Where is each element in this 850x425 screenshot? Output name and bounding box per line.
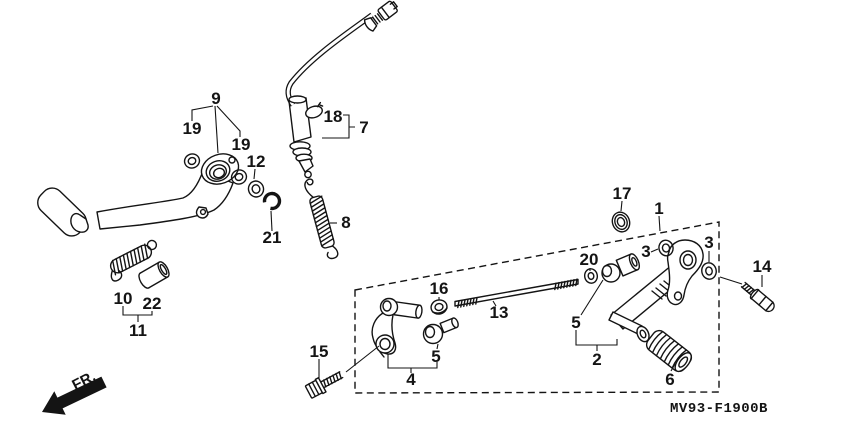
gearshift-pedal-2 — [608, 239, 704, 343]
shift-plate-hole-big-bore — [682, 253, 694, 267]
joint-arm-clamp-bore — [379, 337, 391, 351]
callout-8: 8 — [341, 213, 350, 232]
callout-9: 9 — [211, 89, 220, 108]
shift-plate-hole-small — [673, 291, 683, 301]
callout-7: 7 — [359, 118, 368, 137]
switch-spring-8 — [304, 178, 339, 260]
callout-19-left: 19 — [183, 119, 202, 138]
nut-16 — [430, 299, 448, 315]
switch-tip-ball — [304, 170, 312, 179]
switch-cable-core — [286, 13, 373, 106]
bolt-15 — [304, 371, 344, 399]
washer-20 — [583, 268, 599, 284]
bolt-14 — [740, 281, 775, 313]
shift-arm-coil — [651, 280, 675, 300]
joint-arm-socket-bore — [382, 300, 392, 312]
callout-17: 17 — [613, 184, 632, 203]
callouts: 9 19 19 12 21 18 7 8 10 22 11 15 17 1 3 … — [114, 89, 772, 389]
callout-5-right: 5 — [571, 313, 580, 332]
ball-joint-5-left — [422, 317, 459, 345]
shift-shaft-cap — [636, 325, 650, 343]
callout-3-left: 3 — [641, 242, 650, 261]
joint-arm-4 — [371, 297, 423, 358]
fr-direction: FR. — [42, 368, 107, 415]
callout-20: 20 — [580, 250, 599, 269]
spring-hook-tab — [195, 206, 209, 219]
fr-arrow-icon — [42, 376, 107, 415]
washer-12 — [247, 180, 265, 198]
pivot-bore — [212, 167, 226, 179]
leader-lines — [122, 105, 763, 378]
brake-pedal — [37, 153, 240, 237]
dust-seal-19-left — [183, 153, 201, 169]
callout-21: 21 — [263, 228, 282, 247]
snap-ring-21 — [262, 191, 282, 211]
pedal-rubber-6 — [645, 329, 693, 373]
callout-11: 11 — [129, 321, 147, 340]
callout-22: 22 — [143, 294, 162, 313]
return-spring-10 — [109, 239, 158, 282]
joint-arm-slit — [379, 351, 385, 358]
grommet-17 — [611, 211, 631, 233]
callout-1: 1 — [654, 199, 663, 218]
callout-18: 18 — [324, 107, 343, 126]
spring-hook-hole — [199, 208, 207, 216]
switch-tip — [298, 158, 314, 173]
rod-13 — [454, 278, 579, 309]
diagram-code: MV93-F1900B — [670, 401, 768, 417]
callout-3-right: 3 — [704, 233, 713, 252]
callout-19-right: 19 — [232, 135, 251, 154]
switch-boot-top — [288, 95, 307, 104]
joint-arm-clamp — [375, 334, 395, 354]
dust-seal-19-right — [230, 169, 248, 185]
bushing-3-left — [658, 239, 674, 257]
callout-16: 16 — [430, 279, 449, 298]
callout-10: 10 — [114, 289, 133, 308]
switch-clip-18 — [305, 101, 324, 119]
callout-13: 13 — [490, 303, 509, 322]
callout-2: 2 — [592, 350, 601, 369]
pivot-ear-hole — [228, 156, 236, 164]
bushing-3-right — [701, 262, 717, 280]
callout-12: 12 — [247, 152, 266, 171]
pedal-pad-hook — [70, 212, 89, 233]
callout-4: 4 — [406, 370, 416, 389]
switch-cable — [285, 12, 374, 107]
ball-joint-5-right — [601, 253, 641, 283]
cable-connector — [363, 0, 398, 32]
brake-switch-assembly — [285, 0, 398, 179]
callout-6: 6 — [665, 370, 674, 389]
callout-5-left: 5 — [431, 347, 440, 366]
assembly-box — [354, 221, 720, 394]
callout-15: 15 — [310, 342, 329, 361]
callout-14: 14 — [753, 257, 772, 276]
collar-22 — [138, 261, 170, 289]
